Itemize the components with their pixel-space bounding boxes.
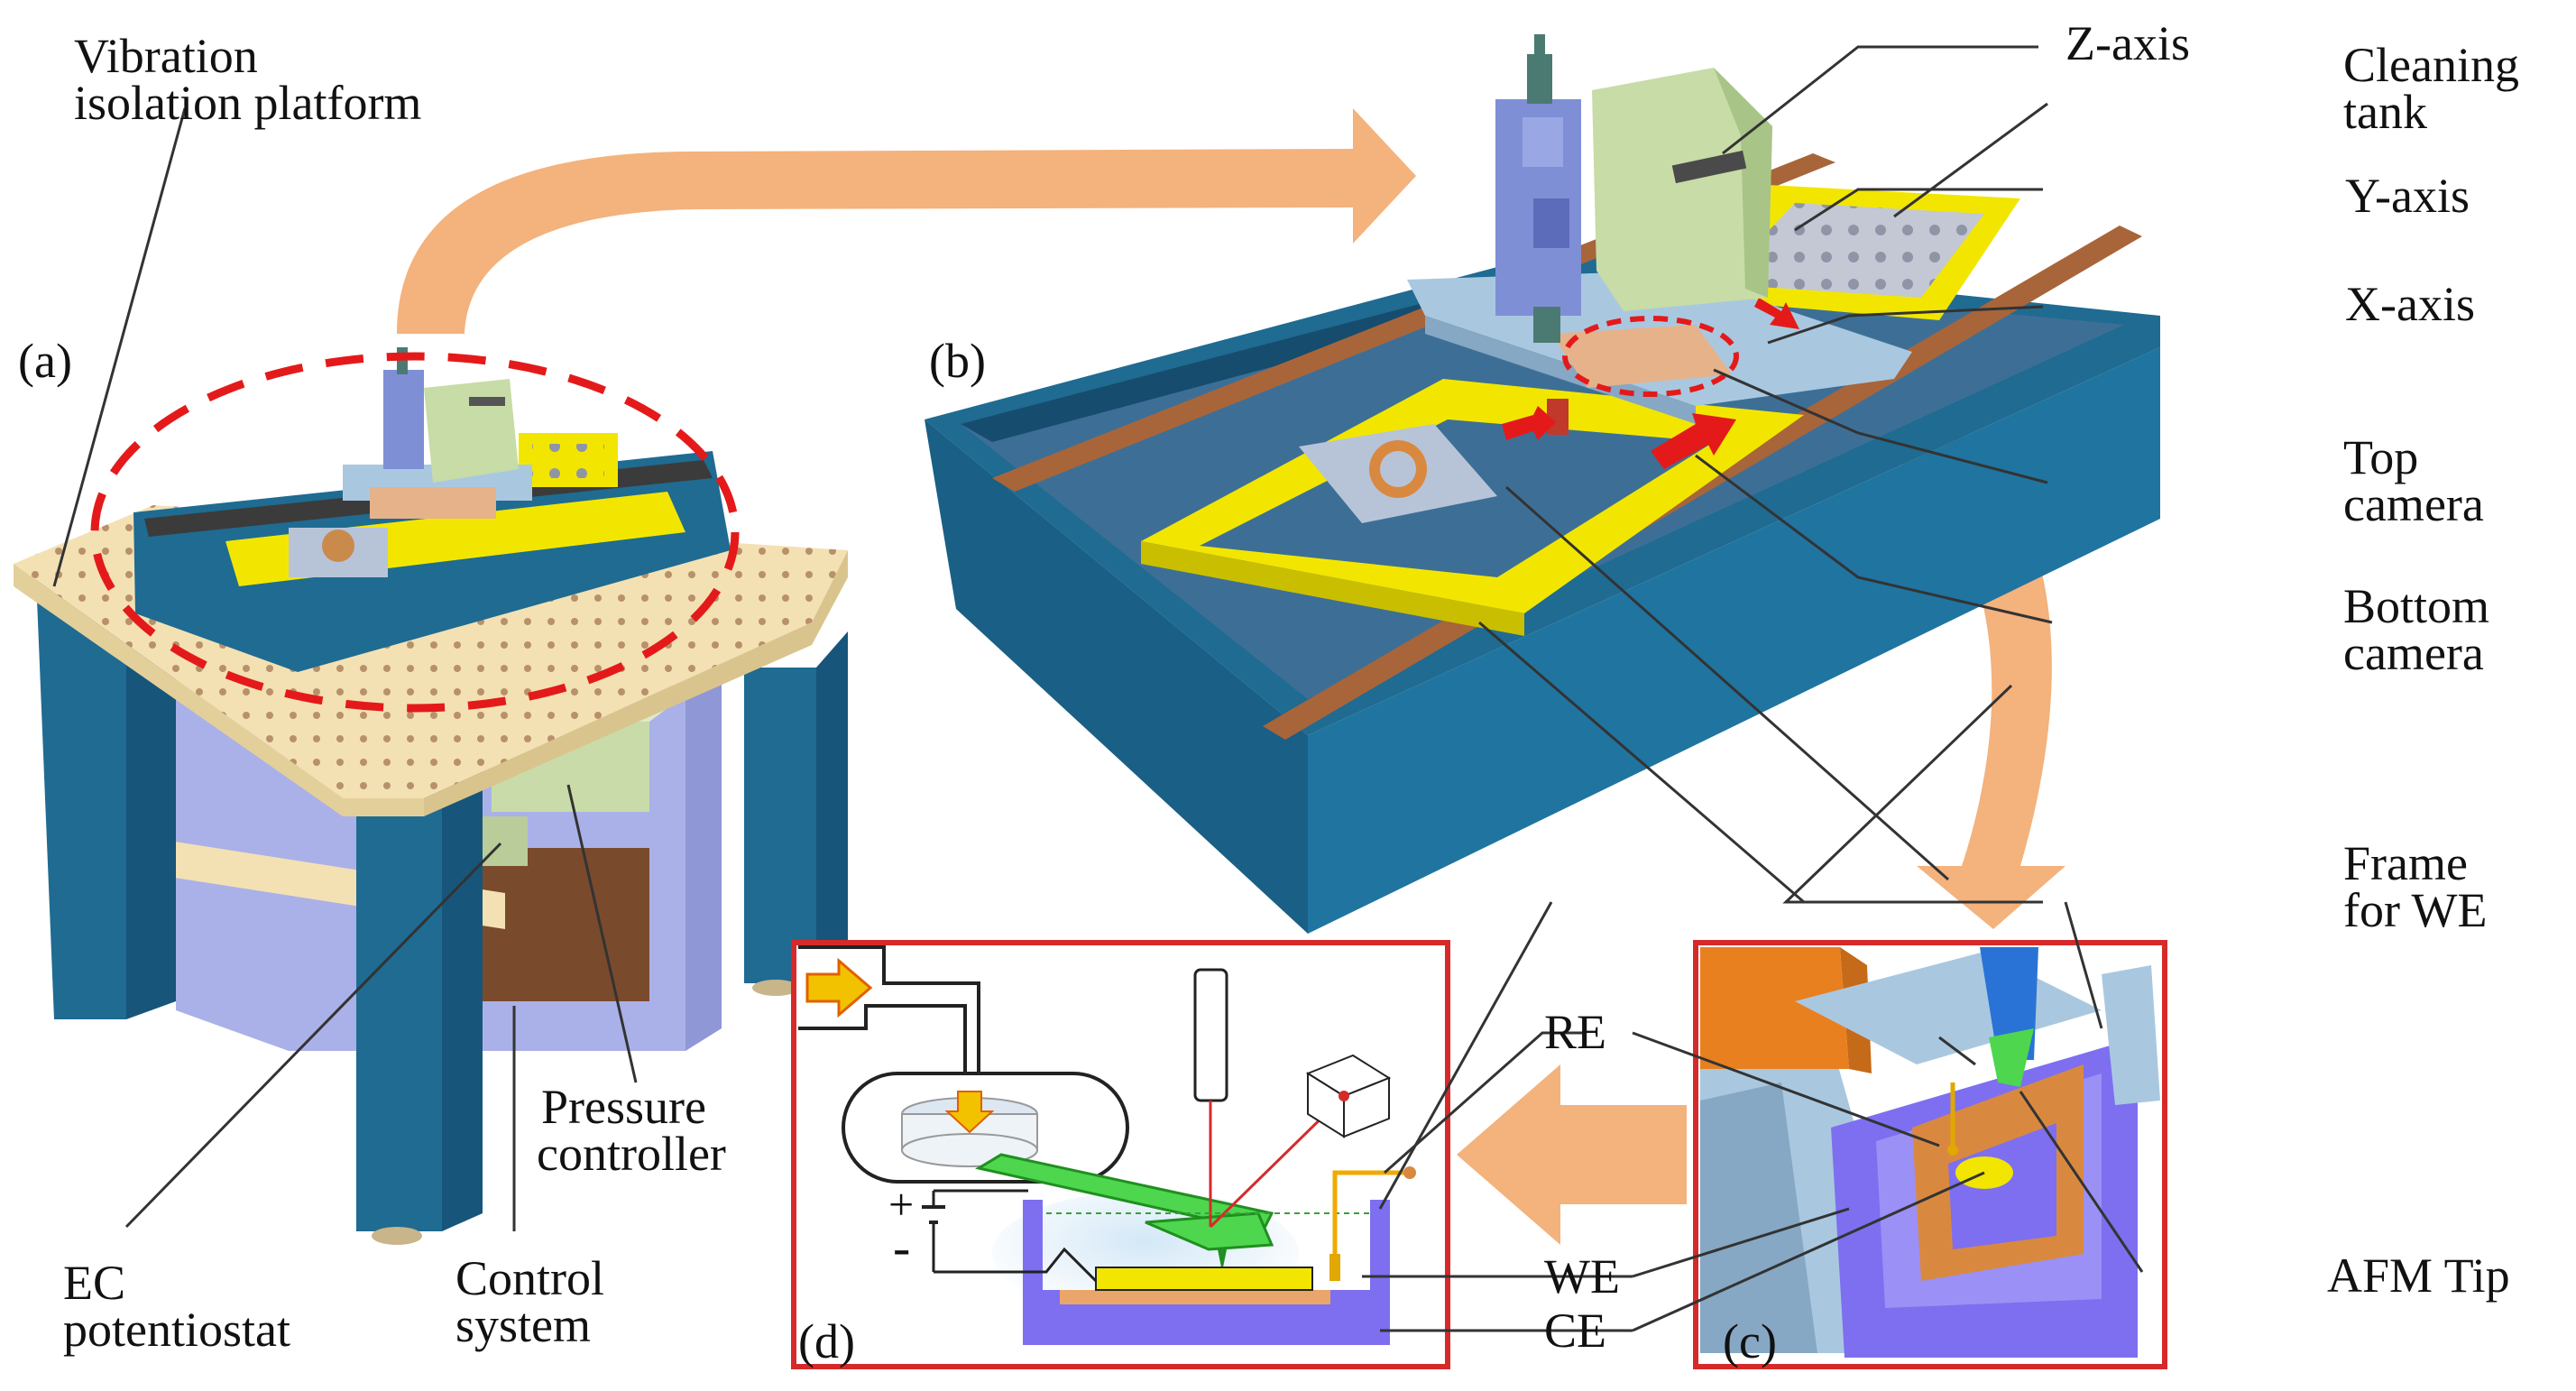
label-ce: CE xyxy=(1544,1303,1606,1358)
label-control-line1: Control xyxy=(455,1251,604,1305)
stage-box-front-right xyxy=(1308,347,2160,934)
photodetector xyxy=(1305,1054,1392,1138)
panel-d-schematic xyxy=(791,940,1450,1369)
panel-b-stage xyxy=(925,34,2160,934)
label-top-camera-line1: Top xyxy=(2343,430,2418,484)
label-y-axis: Y-axis xyxy=(2345,169,2470,223)
label-pressure-line2: controller xyxy=(537,1127,726,1181)
label-top-camera-line2: camera xyxy=(2343,477,2484,531)
afm-head xyxy=(1592,68,1772,311)
label-z-axis: Z-axis xyxy=(2065,16,2190,70)
label-frame-line2: for WE xyxy=(2343,883,2487,937)
panel-b-dashed-highlight xyxy=(1562,316,1739,397)
leader-lines xyxy=(52,45,2144,1332)
label-we: WE xyxy=(1544,1249,1620,1303)
laser-source xyxy=(1193,968,1228,1102)
arrow-c-to-d xyxy=(1457,1064,1687,1245)
panel-a-dashed-highlight xyxy=(90,352,740,713)
label-vibration-line2: isolation platform xyxy=(74,76,421,130)
panel-a-platform xyxy=(14,347,848,1245)
label-cleaning-line2: tank xyxy=(2343,85,2427,139)
panel-c-cell-cutaway xyxy=(1693,940,2167,1369)
stage-box-front-left xyxy=(925,419,1308,934)
label-control-line2: system xyxy=(455,1298,591,1352)
label-frame-line1: Frame xyxy=(2343,836,2468,890)
arrow-a-to-b xyxy=(397,108,1416,334)
counter-electrode xyxy=(1060,1290,1330,1304)
leg-front-left xyxy=(36,577,126,1019)
label-b: (b) xyxy=(929,334,986,388)
label-vibration-line1: Vibration xyxy=(74,29,258,83)
label-c: (c) xyxy=(1723,1314,1777,1368)
label-a: (a) xyxy=(18,334,72,388)
cantilever xyxy=(975,1153,1274,1233)
label-bottom-camera-line2: camera xyxy=(2343,626,2484,680)
control-system-drawer xyxy=(483,848,649,1001)
label-d: (d) xyxy=(798,1314,855,1368)
label-re: RE xyxy=(1544,1005,1606,1059)
label-ec-line2: potentiostat xyxy=(63,1303,290,1357)
bottom-camera xyxy=(1547,399,1569,435)
text-labels: (a) (b) (c) (d) Vibration isolation plat… xyxy=(18,16,2519,1368)
electrolyte-cell xyxy=(1023,1200,1390,1345)
working-electrode-d xyxy=(1095,1267,1313,1291)
leg-back-right xyxy=(744,668,816,983)
label-plus: + xyxy=(888,1179,914,1230)
label-minus: - xyxy=(893,1218,910,1276)
label-x-axis: X-axis xyxy=(2345,277,2475,331)
label-cleaning-line1: Cleaning xyxy=(2343,38,2519,92)
leg-front-right xyxy=(356,695,442,1231)
afm-tip xyxy=(1989,1028,2034,1087)
label-bottom-camera-line1: Bottom xyxy=(2343,579,2489,633)
label-ec-line1: EC xyxy=(63,1256,125,1310)
label-afm-tip: AFM Tip xyxy=(2327,1248,2510,1303)
label-pressure-line1: Pressure xyxy=(541,1080,706,1134)
